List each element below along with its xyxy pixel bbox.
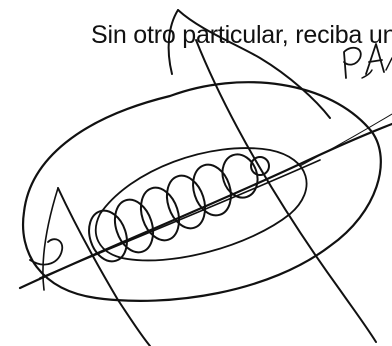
closing-sentence: Sin otro particular, reciba un cordial s… xyxy=(91,21,392,49)
